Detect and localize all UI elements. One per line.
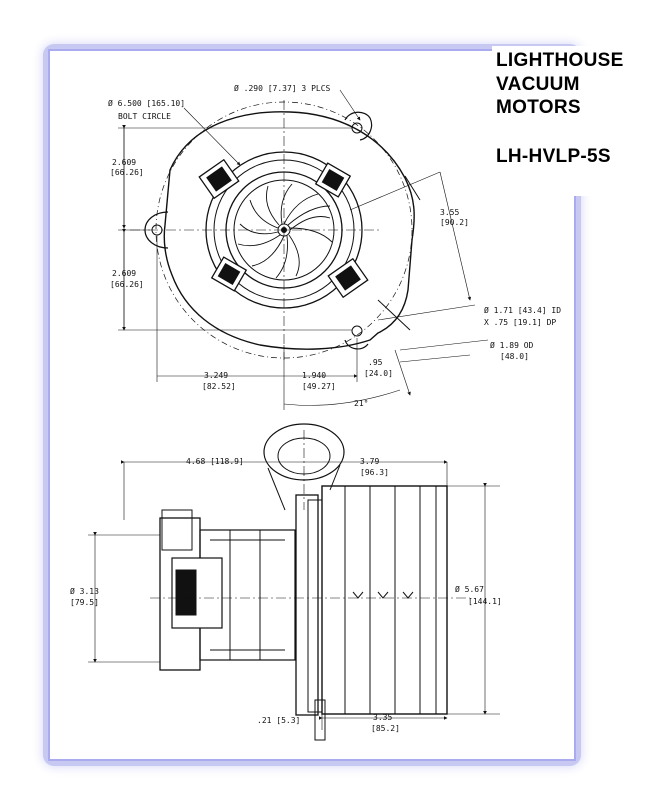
fan-length-in: 3.35: [373, 713, 392, 722]
flange-thickness-label: .21 [5.3]: [257, 716, 300, 725]
motor-dia-in: Ø 3.13: [70, 586, 99, 596]
outlet-tube: [377, 175, 421, 331]
mount-flange: [295, 494, 319, 716]
outlet-distance-mm: [96.3]: [360, 468, 389, 477]
brand-line-3: MOTORS: [496, 97, 581, 118]
upper-height-mm: [66.26]: [110, 168, 144, 177]
outlet-od-in: Ø 1.89 OD: [490, 340, 534, 350]
upper-height-in: 2.609: [112, 158, 136, 167]
fan-length-mm: [85.2]: [371, 724, 400, 733]
outlet-distance-in: 3.79: [360, 457, 379, 466]
lower-height-in: 2.609: [112, 269, 136, 278]
outlet-wall-in: .95: [368, 358, 383, 367]
outlet-wall-mm: [24.0]: [364, 369, 393, 378]
top-dimension-lines: [118, 89, 489, 410]
motor-dia-mm: [79.5]: [70, 598, 99, 607]
hole-dia-label: Ø .290 [7.37] 3 PLCS: [234, 83, 331, 93]
left-width-mm: [82.52]: [202, 382, 236, 391]
title-block: [492, 46, 660, 196]
bolt-circle-dia-label: Ø 6.500 [165.10]: [108, 98, 185, 108]
fan-dia-in: Ø 5.67: [455, 584, 484, 594]
brand-line-1: LIGHTHOUSE: [496, 50, 624, 71]
brand-line-2: VACUUM: [496, 74, 580, 95]
lower-height-mm: [66.26]: [110, 280, 144, 289]
overall-length-label: 4.68 [118.9]: [186, 457, 244, 466]
drawing-frame: [48, 49, 576, 761]
model-number: LH-HVLP-5S: [496, 146, 611, 167]
side-view: [150, 423, 470, 741]
brush-holder-top: [198, 158, 240, 200]
top-view: [130, 100, 421, 360]
outlet-id-label: Ø 1.71 [43.4] ID: [484, 305, 561, 315]
scroll-housing: [163, 111, 415, 350]
flange-tab: [314, 699, 326, 741]
side-dimension-lines: [88, 460, 500, 730]
angle-label: 21°: [354, 399, 368, 408]
fan-dia-mm: [144.1]: [468, 597, 502, 606]
mount-ear-top: [344, 111, 373, 141]
brush-holder-left: [210, 256, 248, 292]
right-width-mm: [49.27]: [302, 382, 336, 391]
mount-ear-bottom: [344, 339, 369, 350]
outlet-offset-mm: [90.2]: [440, 218, 469, 227]
right-width-in: 1.940: [302, 371, 326, 380]
outlet-od-mm: [48.0]: [500, 352, 529, 361]
fan-housing: [321, 485, 448, 715]
brush-holder-right: [327, 257, 369, 299]
fan-blades: [237, 183, 333, 279]
left-width-in: 3.249: [204, 371, 228, 380]
outlet-offset-in: 3.55: [440, 208, 459, 217]
fan-chevrons: [352, 591, 414, 599]
brush-holder-top-right: [314, 162, 352, 198]
mount-hole-bottom: [351, 325, 363, 337]
bolt-circle-label: BOLT CIRCLE: [118, 112, 171, 121]
motor-cap-top: [161, 509, 193, 551]
outlet-depth-label: X .75 [19.1] DP: [484, 318, 556, 327]
